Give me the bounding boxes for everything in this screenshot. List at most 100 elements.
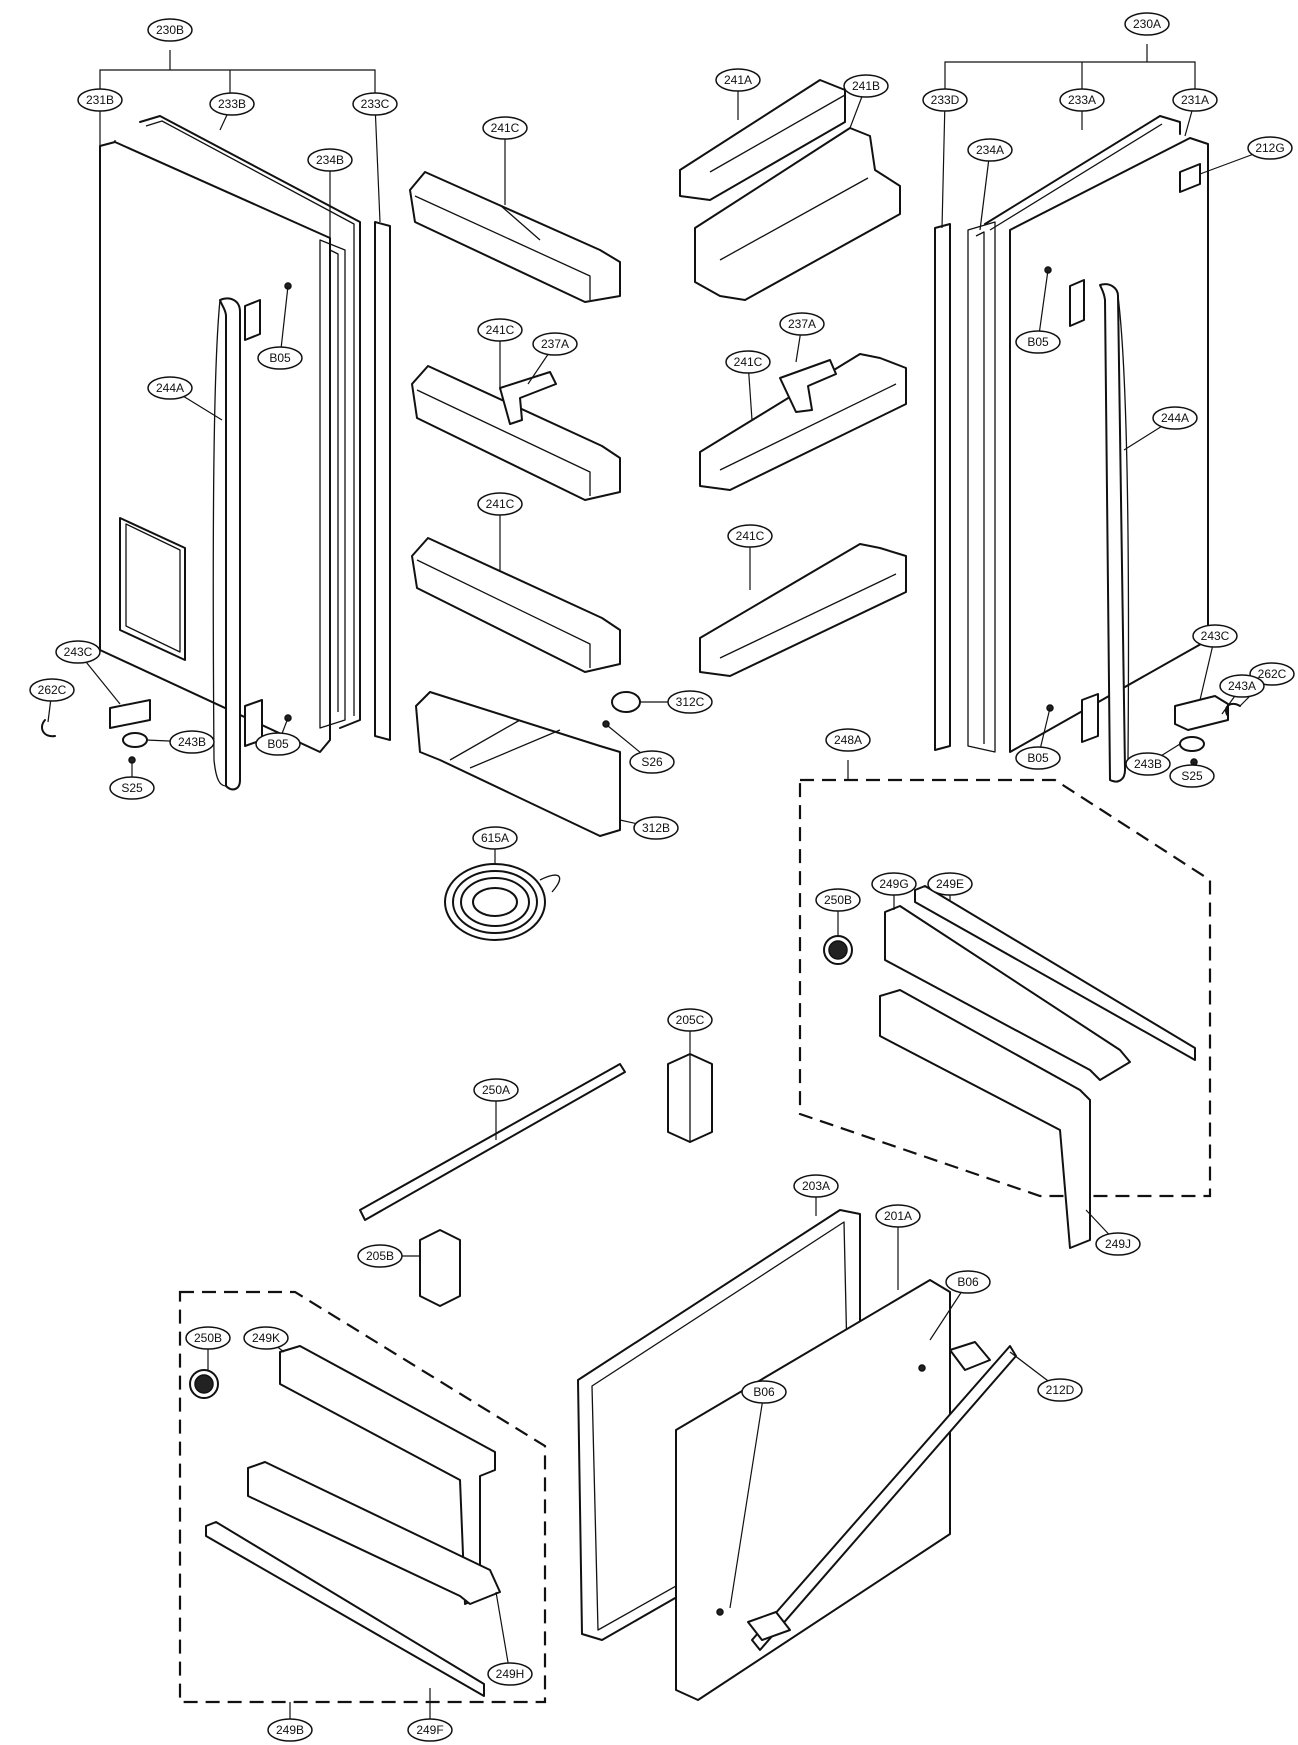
callout-text: B05 <box>1027 751 1049 765</box>
door-bin-5 <box>699 543 907 677</box>
door-bin-3 <box>411 537 621 673</box>
callout-b06: B06 <box>945 1270 991 1294</box>
callout-s25: S25 <box>1169 764 1215 788</box>
callout-250b: 250B <box>185 1326 231 1350</box>
callout-230b: 230B <box>147 18 193 42</box>
callout-243a: 243A <box>1219 674 1265 698</box>
callout-212d: 212D <box>1037 1378 1083 1402</box>
callout-text: 241C <box>736 529 765 543</box>
callout-text: S26 <box>641 755 663 769</box>
callout-b05: B05 <box>1015 330 1061 354</box>
callout-text: 234A <box>976 143 1004 157</box>
callout-text: 212G <box>1255 141 1284 155</box>
right-bottom-hinge <box>1174 695 1229 731</box>
callout-text: 233B <box>218 97 246 111</box>
callout-241b: 241B <box>843 74 889 98</box>
callout-312b: 312B <box>633 816 679 840</box>
callout-203a: 203A <box>793 1174 839 1198</box>
door-bin-2 <box>411 365 621 501</box>
callout-237a: 237A <box>532 332 578 356</box>
callout-241a: 241A <box>715 68 761 92</box>
callout-s25: S25 <box>109 776 155 800</box>
callout-text: 241C <box>734 355 763 369</box>
callout-leader-line <box>495 1591 511 1675</box>
drawer-bracket-249k <box>279 1345 496 1605</box>
callout-243c: 243C <box>55 640 101 664</box>
water-coil <box>444 863 561 941</box>
callout-b05: B05 <box>1015 746 1061 770</box>
callout-text: 205B <box>366 1249 394 1263</box>
drawer-rail-249f <box>205 1521 485 1697</box>
callout-text: B05 <box>267 737 289 751</box>
drawer-front-panel <box>675 1279 951 1701</box>
left-door-gasket <box>139 115 361 729</box>
left-door-handle <box>219 297 241 791</box>
callout-249j: 249J <box>1095 1232 1141 1256</box>
callout-text: 262C <box>38 683 67 697</box>
callout-241c: 241C <box>477 318 523 342</box>
callout-text: 248A <box>834 733 862 747</box>
bracket-205b <box>419 1229 461 1307</box>
callout-241c: 241C <box>725 350 771 374</box>
callout-237a: 237A <box>779 312 825 336</box>
callout-text: 249B <box>276 1723 304 1737</box>
drawer-gear-right <box>823 935 853 965</box>
callout-text: 249G <box>879 877 908 891</box>
callout-205c: 205C <box>667 1008 713 1032</box>
dairy-cover <box>679 79 846 201</box>
callout-b05: B05 <box>255 732 301 756</box>
dairy-bin <box>694 127 901 301</box>
callout-230a: 230A <box>1124 12 1170 36</box>
left-inner-liner <box>319 239 346 729</box>
callout-201a: 201A <box>875 1204 921 1228</box>
callout-text: 250B <box>824 893 852 907</box>
callout-312c: 312C <box>667 690 713 714</box>
callout-243c: 243C <box>1192 624 1238 648</box>
callout-249g: 249G <box>871 872 917 896</box>
callout-text: 250A <box>482 1083 510 1097</box>
callout-text: 249J <box>1105 1237 1131 1251</box>
callout-248a: 248A <box>825 728 871 752</box>
drawer-gear-left <box>189 1369 219 1399</box>
callout-text: 262C <box>1258 667 1287 681</box>
callout-text: 249F <box>416 1723 443 1737</box>
callout-text: 250B <box>194 1331 222 1345</box>
callout-text: 244A <box>1161 411 1189 425</box>
callout-text: 243C <box>64 645 93 659</box>
callout-text: 243A <box>1228 679 1256 693</box>
callout-text: 241C <box>486 497 515 511</box>
right-door-label <box>1179 163 1201 193</box>
callout-231a: 231A <box>1172 88 1218 112</box>
callout-text: 249K <box>252 1331 280 1345</box>
callout-text: 241B <box>852 79 880 93</box>
callout-text: 203A <box>802 1179 830 1193</box>
callout-text: 231A <box>1181 93 1209 107</box>
callout-leader-line <box>941 99 946 229</box>
door-bin-divider-left <box>499 371 557 425</box>
dispenser-knob <box>611 691 641 713</box>
callout-250b: 250B <box>815 888 861 912</box>
left-door-window <box>119 517 186 661</box>
freezer-drawer-assembly <box>577 1209 1017 1701</box>
callout-244a: 244A <box>147 376 193 400</box>
callout-231b: 231B <box>77 88 123 112</box>
door-bin-divider-right <box>779 359 837 413</box>
callout-leader-line <box>1037 269 1049 343</box>
callout-text: 249E <box>936 877 964 891</box>
callout-249b: 249B <box>267 1718 313 1742</box>
right-door-handle <box>1099 283 1126 783</box>
middle-parts <box>359 1053 713 1307</box>
callout-text: 312B <box>642 821 670 835</box>
callout-text: 241C <box>486 323 515 337</box>
drawer-rail-assembly-left <box>178 1290 547 1720</box>
callout-text: 243C <box>1201 629 1230 643</box>
callout-241c: 241C <box>482 116 528 140</box>
callout-text: 241C <box>491 121 520 135</box>
callout-text: 237A <box>788 317 816 331</box>
door-bin-4 <box>699 353 907 491</box>
door-bin-1 <box>409 171 621 303</box>
drawer-rail-assembly-right <box>798 760 1212 1249</box>
callout-244a: 244A <box>1152 406 1198 430</box>
callout-text: 230B <box>156 23 184 37</box>
callout-leader-line <box>729 1391 765 1609</box>
